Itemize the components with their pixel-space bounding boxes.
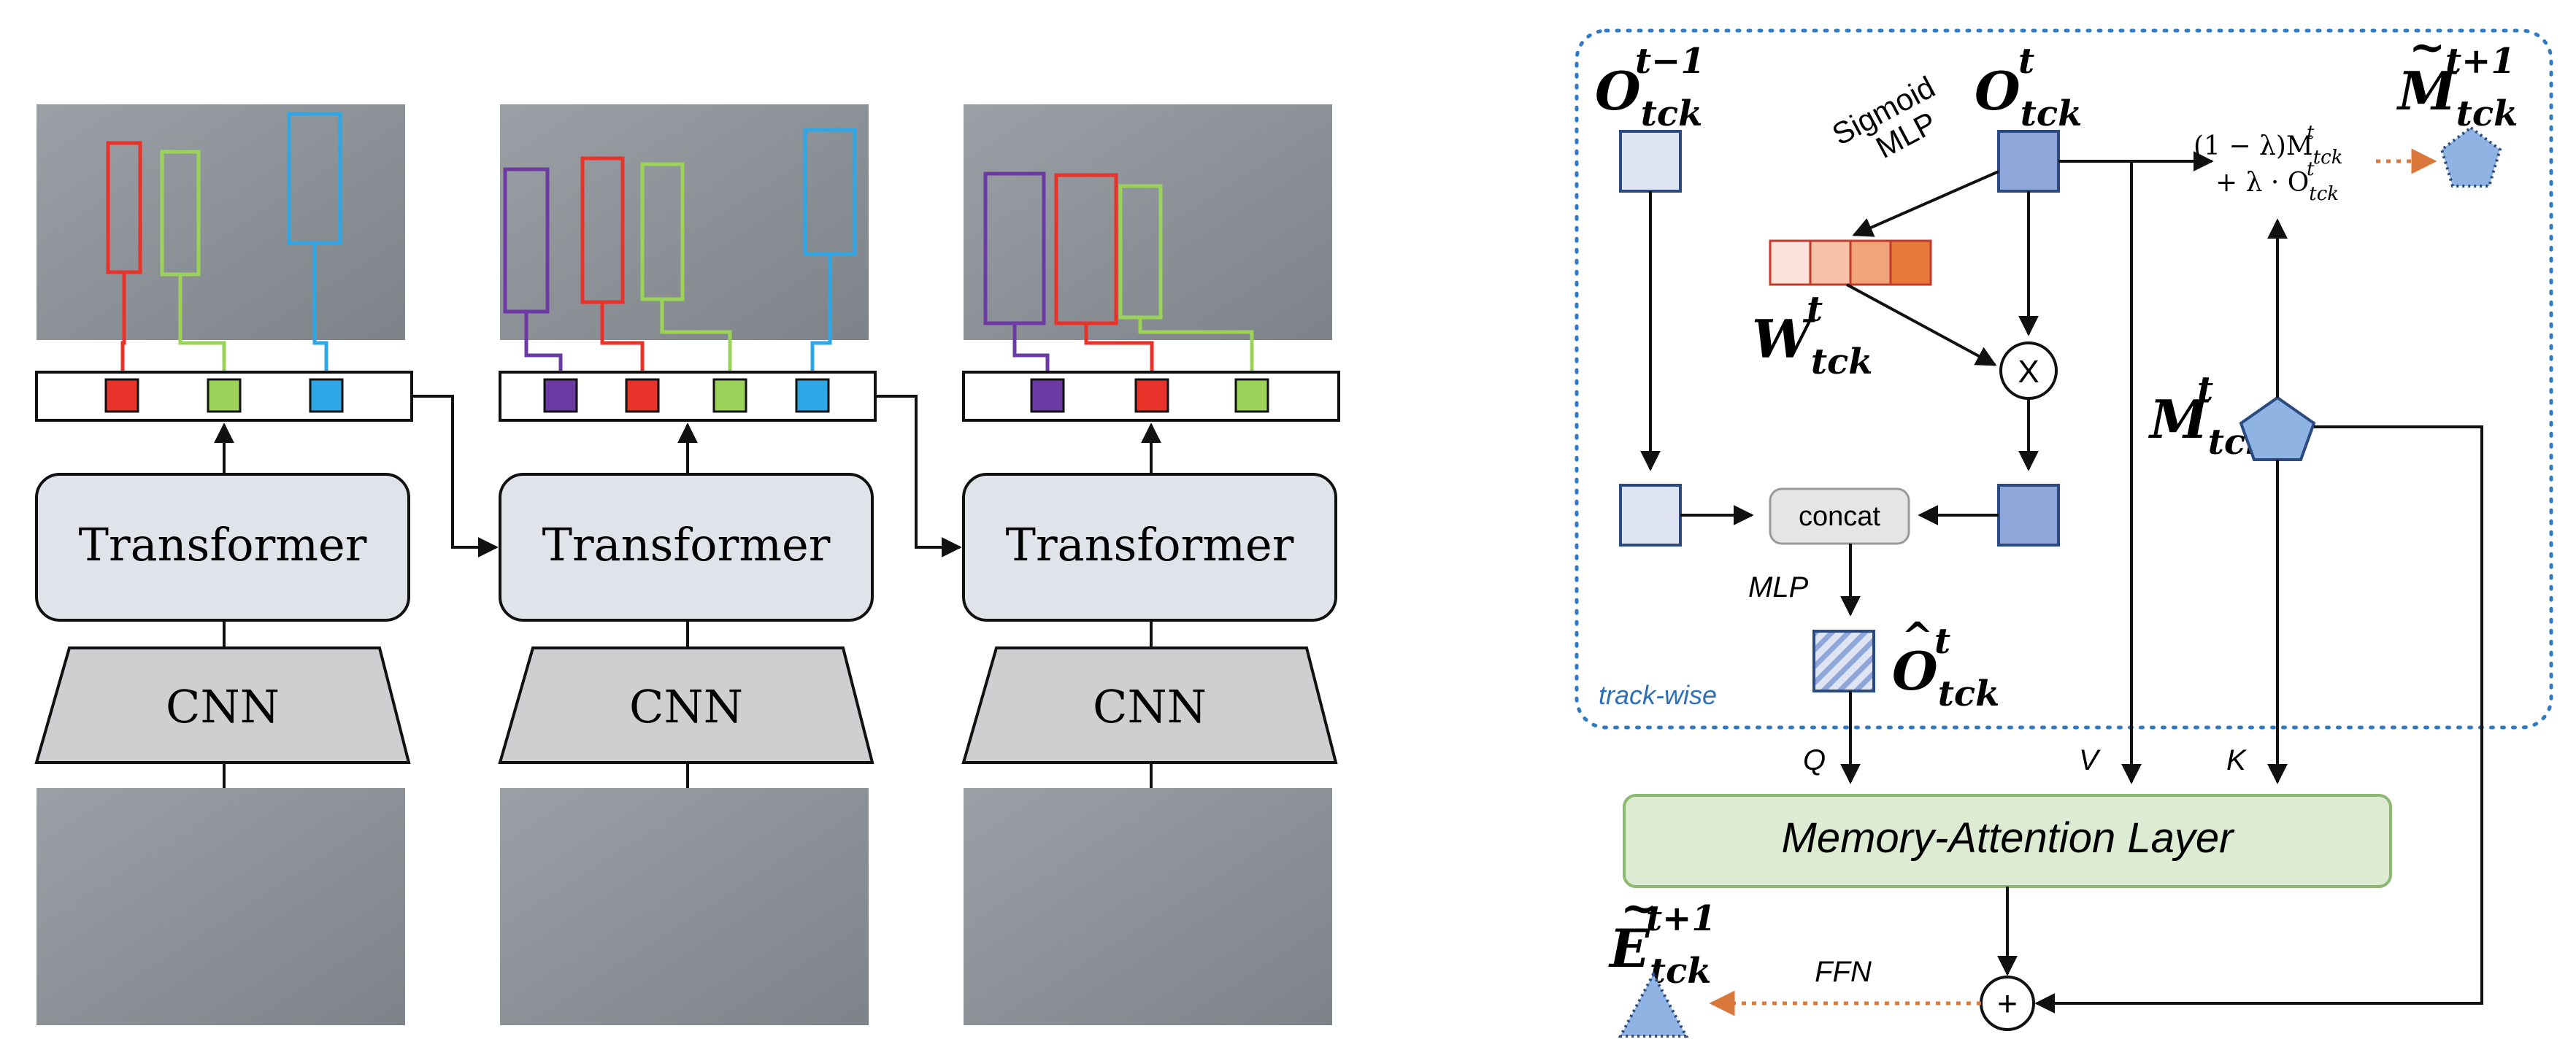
cnn-label-1: CNN bbox=[166, 680, 280, 733]
track-cell-red-1 bbox=[104, 378, 139, 413]
link-red-3 bbox=[1084, 323, 1154, 374]
cnn-trapezoid-1 bbox=[34, 646, 411, 764]
m-cur-pentagon bbox=[2239, 395, 2316, 461]
timestep-column-3: Transformer CNN bbox=[961, 104, 1340, 1025]
link-red-2 bbox=[600, 302, 645, 374]
plus-symbol: + bbox=[1997, 985, 2018, 1024]
link-green-3 bbox=[1138, 317, 1254, 374]
timestep-column-2: Transformer CNN bbox=[498, 104, 877, 1025]
track-cell-purple-2 bbox=[543, 378, 578, 413]
multiply-symbol: X bbox=[2018, 354, 2039, 390]
concat-box bbox=[1769, 487, 1910, 545]
track-cell-red-3 bbox=[1134, 378, 1169, 413]
cnn-trapezoid-2 bbox=[498, 646, 874, 764]
transformer-label-1: Transformer bbox=[79, 518, 367, 571]
o-cur-square bbox=[1997, 130, 2060, 193]
o-prev-copy-square bbox=[1619, 484, 1682, 547]
link-blue-1 bbox=[312, 243, 328, 374]
o-prev-square bbox=[1619, 130, 1682, 193]
track-cell-green-2 bbox=[712, 378, 747, 413]
m-next-accent: ~ bbox=[2409, 22, 2445, 73]
update-rule-line1: (1 − λ)Mtckt bbox=[2194, 122, 2343, 169]
right-panel: track-wise Otckt−1 Sigmoid MLP Otckt Wtc… bbox=[1575, 22, 2553, 1038]
memory-attention-label: Memory-Attention Layer bbox=[1782, 814, 2236, 862]
link-purple-2 bbox=[524, 312, 563, 374]
link-green-2 bbox=[660, 299, 732, 374]
mlp-label-left: MLP bbox=[1748, 571, 1809, 603]
o-prev-label: Otckt−1 bbox=[1595, 41, 1705, 134]
cnn-label-3: CNN bbox=[1093, 680, 1207, 733]
top-frame-1 bbox=[36, 104, 405, 340]
track-cell-red-2 bbox=[625, 378, 660, 413]
track-wise-label: track-wise bbox=[1599, 680, 1717, 710]
track-cell-green-1 bbox=[207, 378, 242, 413]
m-next-label: Mtckt+1 bbox=[2396, 41, 2518, 134]
track-cell-green-3 bbox=[1234, 378, 1269, 413]
concat-label: concat bbox=[1799, 501, 1880, 532]
left-panel: Transformer CNN Transformer bbox=[34, 104, 1340, 1025]
track-cell-blue-1 bbox=[309, 378, 344, 413]
input-frame-2 bbox=[500, 788, 869, 1025]
timestep-column-1: Transformer CNN bbox=[34, 104, 413, 1025]
update-rule-line2: + λ · Otckt bbox=[2215, 158, 2339, 205]
link-blue-2 bbox=[810, 254, 832, 374]
e-next-label: Etckt+1 bbox=[1608, 898, 1716, 992]
weight-vector bbox=[1769, 239, 1932, 286]
track-cell-blue-2 bbox=[795, 378, 830, 413]
o-cur-label: Otckt bbox=[1975, 41, 2082, 134]
arrow-strip1-to-transformer2 bbox=[412, 395, 499, 557]
e-next-accent: ~ bbox=[1620, 883, 1657, 934]
o-hat-label: Otckt bbox=[1892, 621, 1999, 714]
track-cell-purple-3 bbox=[1030, 378, 1065, 413]
weighted-o-square bbox=[1997, 484, 2060, 547]
v-label: V bbox=[2079, 744, 2101, 776]
transformer-label-2: Transformer bbox=[542, 518, 831, 571]
link-red-1 bbox=[120, 272, 126, 374]
o-hat-accent: ^ bbox=[1902, 614, 1934, 659]
cnn-label-2: CNN bbox=[629, 680, 743, 733]
k-label: K bbox=[2226, 744, 2248, 776]
input-frame-3 bbox=[964, 788, 1332, 1025]
cnn-trapezoid-3 bbox=[961, 646, 1338, 764]
link-purple-3 bbox=[1012, 323, 1050, 374]
e-next-triangle bbox=[1618, 970, 1689, 1038]
transformer-label-3: Transformer bbox=[1006, 518, 1294, 571]
m-next-pentagon bbox=[2439, 126, 2502, 188]
ffn-label: FFN bbox=[1815, 956, 1872, 988]
input-frame-1 bbox=[36, 788, 405, 1025]
w-label: Wtckt bbox=[1752, 289, 1873, 382]
link-green-1 bbox=[178, 274, 226, 374]
arrow-strip2-to-transformer3 bbox=[875, 395, 962, 557]
track-wise-region bbox=[1575, 28, 2553, 730]
q-label: Q bbox=[1803, 744, 1826, 776]
top-frame-3 bbox=[964, 104, 1332, 340]
o-hat-square bbox=[1812, 630, 1875, 692]
